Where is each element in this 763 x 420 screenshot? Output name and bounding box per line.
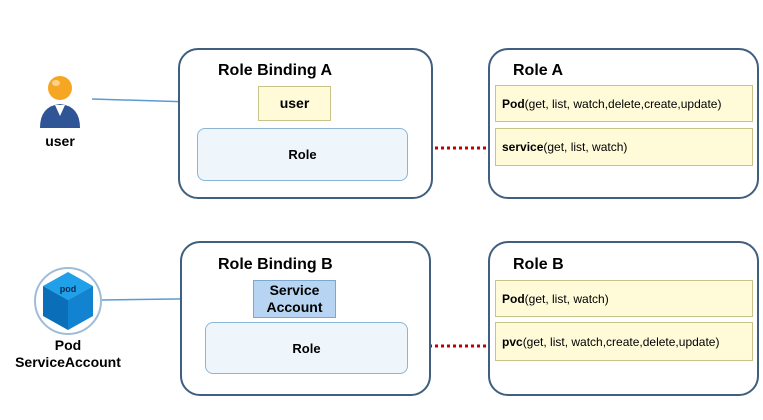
rule-verbs: (get, list, watch) <box>524 291 609 306</box>
pod-label-line1: Pod <box>54 337 82 353</box>
role-a-rule-pod: Pod(get, list, watch,delete,create,updat… <box>495 85 753 122</box>
service-account-line2: Account <box>266 299 323 315</box>
pod-serviceaccount-label: Pod ServiceAccount <box>8 337 128 371</box>
rule-verbs: (get, list, watch,delete,create,update) <box>524 96 722 111</box>
service-account-line1: Service <box>269 282 320 298</box>
role-b-rule-pvc: pvc(get, list, watch,create,delete,updat… <box>495 322 753 361</box>
binding-a-subject-user: user <box>258 86 331 121</box>
binding-a-role-ref: Role <box>197 128 408 181</box>
binding-b-subject-service-account: Service Account <box>253 280 336 318</box>
rule-resource: Pod <box>502 291 525 306</box>
pod-cube-icon: pod <box>34 267 102 335</box>
rule-verbs: (get, list, watch) <box>543 140 628 154</box>
pod-label-line2: ServiceAccount <box>15 354 121 370</box>
user-label: user <box>45 133 75 149</box>
role-b-rule-pod: Pod(get, list, watch) <box>495 280 753 317</box>
rule-resource: Pod <box>502 96 525 111</box>
role-a-title: Role A <box>513 62 564 79</box>
binding-b-role-ref: Role <box>205 322 408 374</box>
rule-resource: service <box>502 140 544 154</box>
pod-icon-text: pod <box>60 284 77 294</box>
role-a-panel <box>488 48 759 199</box>
role-a-rule-service: service(get, list, watch) <box>495 128 753 166</box>
user-icon <box>40 76 80 128</box>
rule-verbs: (get, list, watch,create,delete,update) <box>522 334 720 349</box>
rule-resource: pvc <box>502 334 523 349</box>
role-binding-a-title: Role Binding A <box>218 62 333 79</box>
role-b-panel <box>488 241 759 396</box>
role-b-title: Role B <box>513 256 564 273</box>
role-binding-b-title: Role Binding B <box>218 256 333 273</box>
